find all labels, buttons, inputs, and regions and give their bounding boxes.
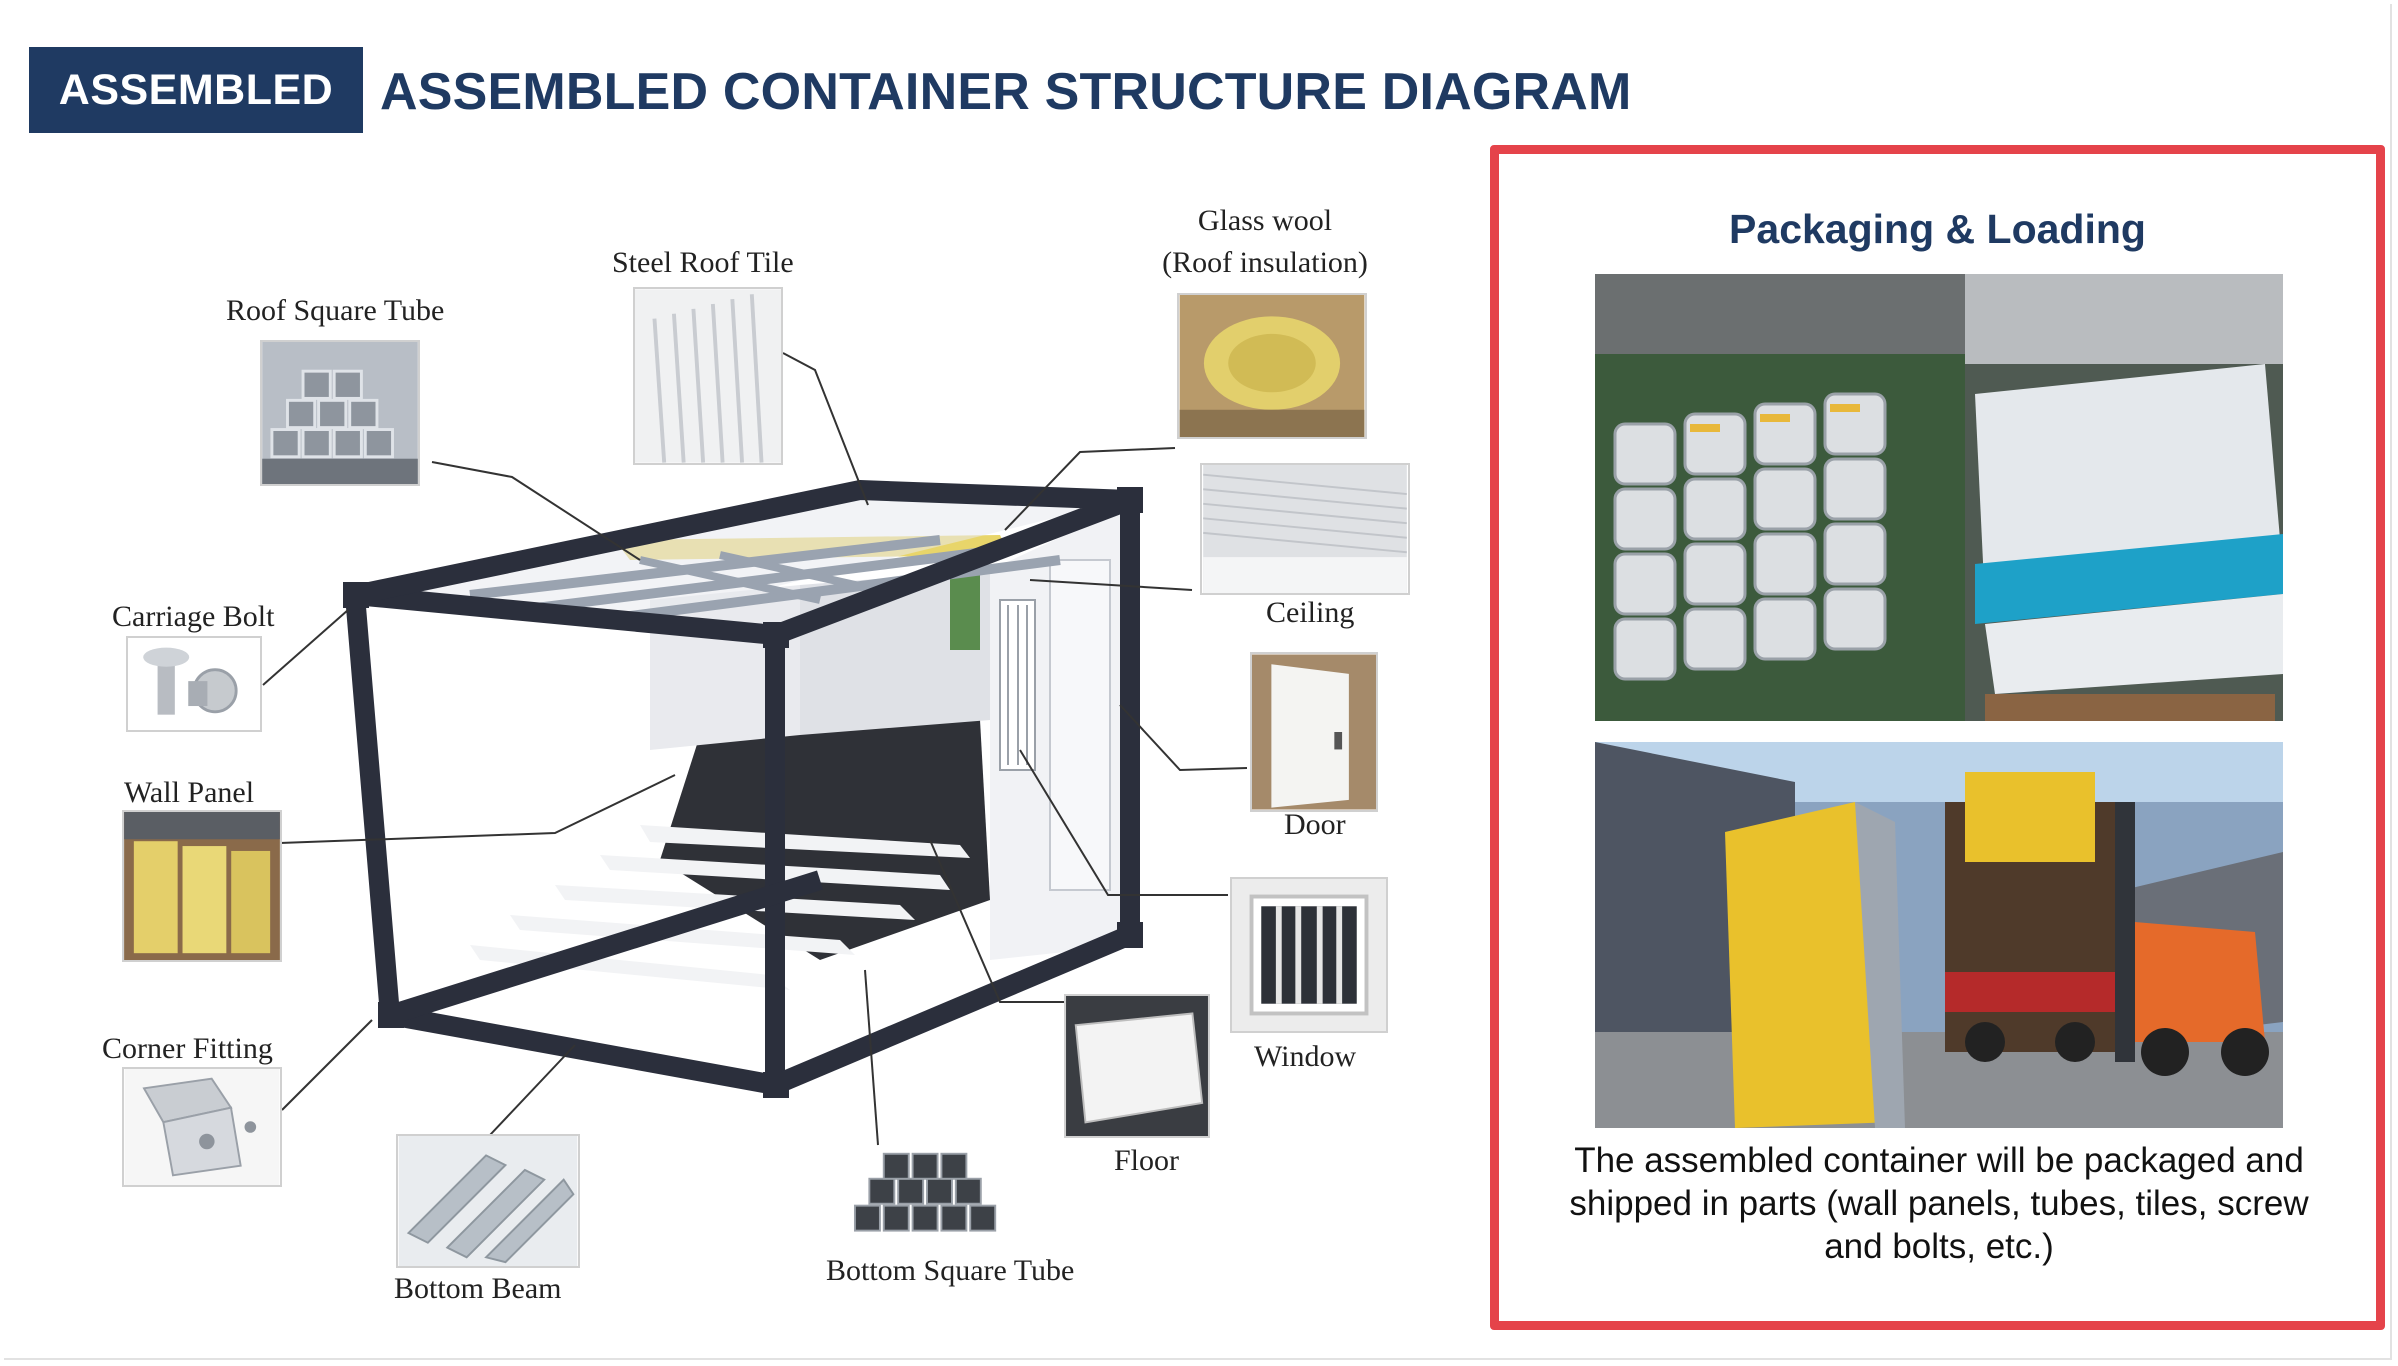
thumb-roof-square-tube xyxy=(260,340,420,486)
thumb-glass-wool xyxy=(1177,293,1367,439)
label-door: Door xyxy=(1284,808,1346,841)
packaged-tubes-image xyxy=(1595,274,1965,721)
thumb-ceiling xyxy=(1200,463,1410,595)
label-ceiling: Ceiling xyxy=(1266,596,1355,629)
label-bottom-square-tube: Bottom Square Tube xyxy=(826,1254,1075,1287)
page-title: ASSEMBLED CONTAINER STRUCTURE DIAGRAM xyxy=(380,63,1632,121)
thumb-window xyxy=(1230,877,1388,1033)
panel-caption: The assembled container will be packaged… xyxy=(1569,1141,2309,1266)
loading-truck-image xyxy=(1595,742,2283,1128)
thumb-steel-roof-tile xyxy=(633,287,783,465)
thumb-bottom-square-tube xyxy=(832,1146,1022,1248)
thumb-floor xyxy=(1064,994,1210,1138)
label-glass-wool-line2: (Roof insulation) xyxy=(1162,246,1368,279)
packaged-fittings-image xyxy=(1965,274,2283,721)
label-glass-wool: Glass wool (Roof insulation) xyxy=(1140,204,1390,280)
label-roof-square-tube: Roof Square Tube xyxy=(226,294,445,327)
bottom-beam-image xyxy=(398,1136,578,1266)
window-image xyxy=(1232,879,1386,1031)
photo-packaged-fittings xyxy=(1965,274,2283,721)
roof-square-tube-image xyxy=(262,342,418,484)
door-image xyxy=(1252,654,1376,810)
thumb-door xyxy=(1250,652,1378,812)
panel-title: Packaging & Loading xyxy=(1729,206,2146,252)
header-badge: ASSEMBLED xyxy=(29,47,363,133)
label-window: Window xyxy=(1254,1040,1357,1073)
glass-wool-image xyxy=(1179,295,1365,437)
ceiling-image xyxy=(1203,465,1407,593)
label-wall-panel: Wall Panel xyxy=(124,776,255,809)
label-steel-roof-tile: Steel Roof Tile xyxy=(612,246,794,279)
packaging-loading-panel: Packaging & Loading xyxy=(1490,145,2385,1330)
bottom-square-tube-image xyxy=(835,1148,1019,1246)
label-bottom-beam: Bottom Beam xyxy=(394,1272,562,1305)
carriage-bolt-image xyxy=(128,638,260,730)
photo-packaged-tubes xyxy=(1595,274,1965,721)
thumb-carriage-bolt xyxy=(126,636,262,732)
label-glass-wool-line1: Glass wool xyxy=(1197,204,1333,237)
photo-loading-truck xyxy=(1595,742,2283,1128)
thumb-wall-panel xyxy=(122,810,282,962)
label-floor: Floor xyxy=(1114,1144,1180,1177)
page-frame xyxy=(4,4,2392,1360)
label-corner-fitting: Corner Fitting xyxy=(102,1032,273,1065)
thumb-bottom-beam xyxy=(396,1134,580,1268)
corner-fitting-image xyxy=(124,1069,280,1185)
wall-panel-image xyxy=(124,812,280,960)
label-carriage-bolt: Carriage Bolt xyxy=(112,600,275,633)
steel-roof-tile-image xyxy=(635,289,781,463)
thumb-corner-fitting xyxy=(122,1067,282,1187)
floor-image xyxy=(1066,996,1208,1136)
